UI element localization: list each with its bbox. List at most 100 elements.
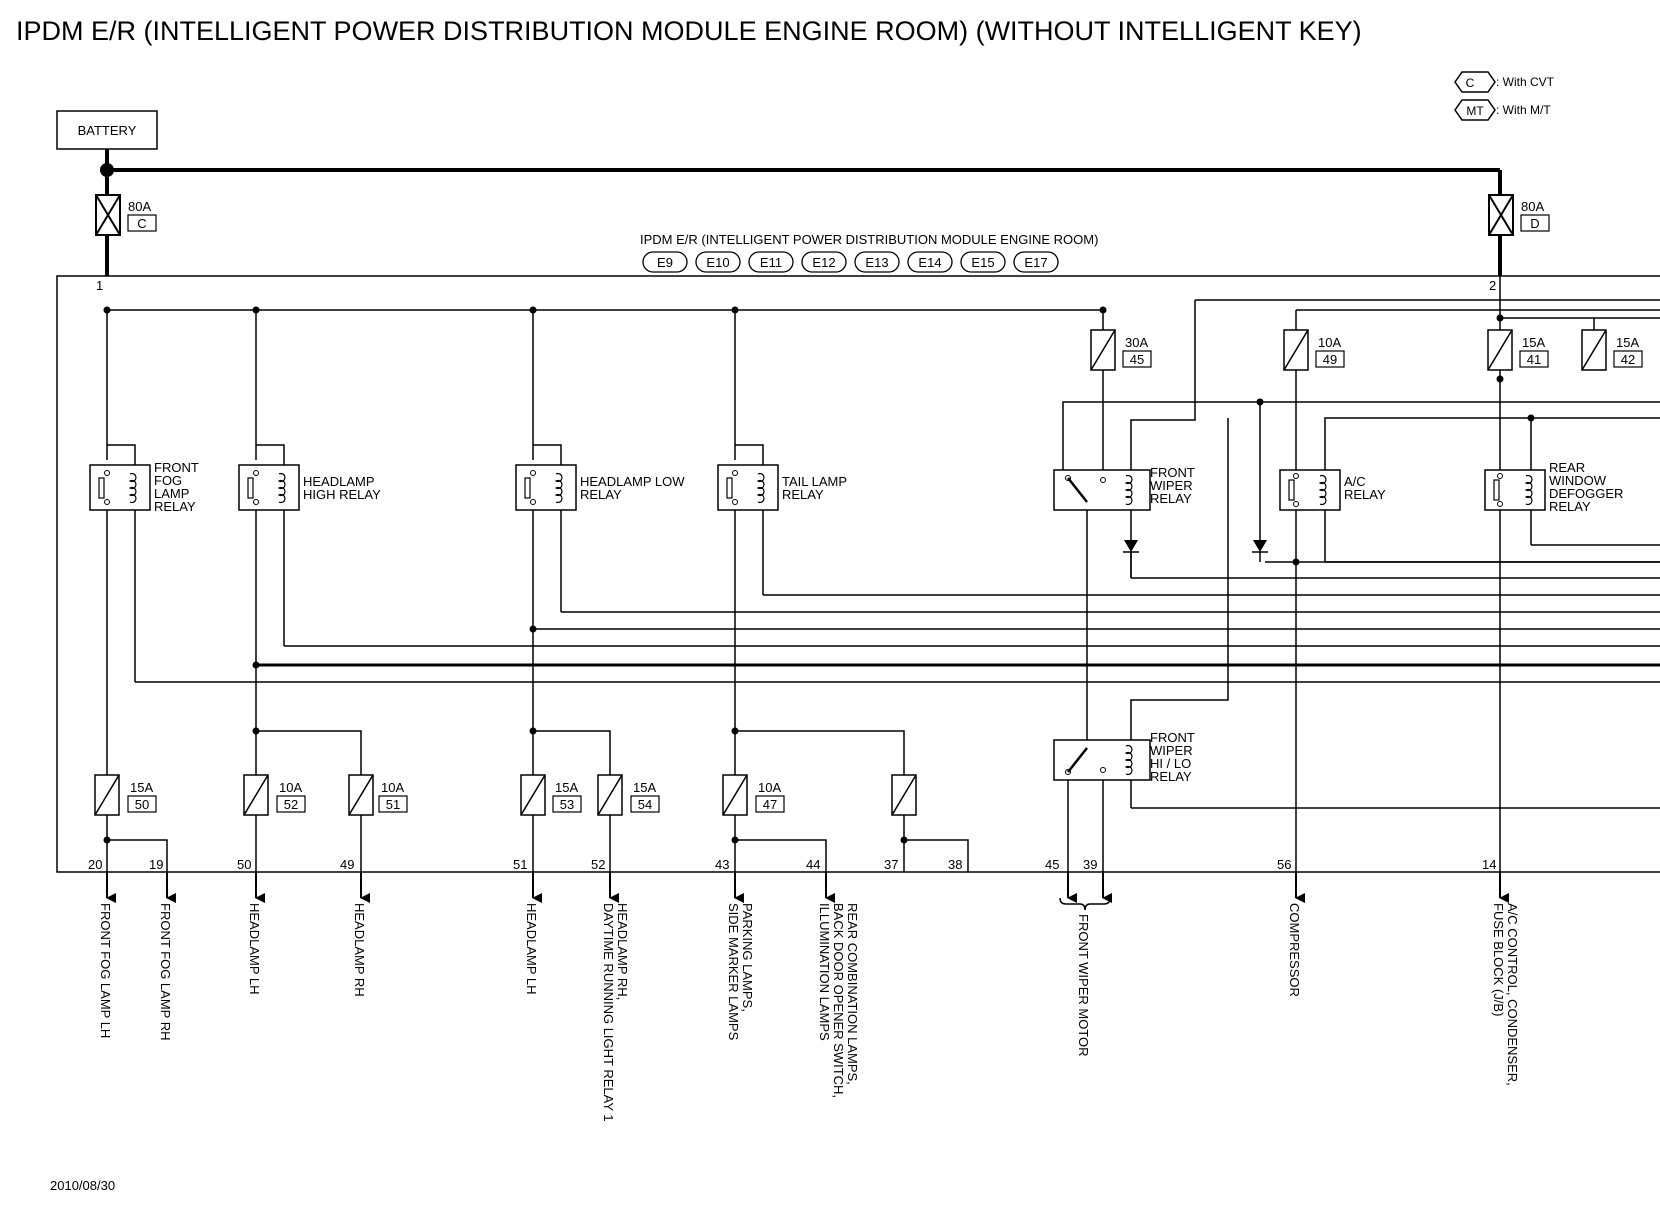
page-title: IPDM E/R (INTELLIGENT POWER DISTRIBUTION… (16, 16, 1362, 46)
fuse-49: 10A 49 (1283, 329, 1345, 371)
diagram-date: 2010/08/30 (50, 1178, 115, 1193)
connector-e13: E13 (865, 255, 888, 270)
svg-text:45: 45 (1045, 857, 1059, 872)
connector-e9: E9 (657, 255, 673, 270)
fuse-unlabeled (891, 774, 917, 816)
svg-text:49: 49 (340, 857, 354, 872)
ipdm-module-outline (56, 275, 1660, 873)
svg-text:53: 53 (560, 797, 574, 812)
connector-e10: E10 (706, 255, 729, 270)
terminal-2: 2 (1489, 278, 1496, 293)
svg-text:42: 42 (1621, 352, 1635, 367)
fuse-47: 10A 47 (722, 774, 785, 816)
svg-text:50: 50 (135, 797, 149, 812)
connector-e12: E12 (812, 255, 835, 270)
svg-text:56: 56 (1277, 857, 1291, 872)
svg-text:15A: 15A (555, 780, 578, 795)
svg-text:80A: 80A (1521, 199, 1544, 214)
svg-text:14: 14 (1482, 857, 1496, 872)
output-headlamp-rh-1: HEADLAMP RH (352, 903, 367, 997)
output-headlamp-lh-2: HEADLAMP LH (524, 903, 539, 995)
diode-wiper (1123, 540, 1139, 553)
legend-cvt-text: : With CVT (1496, 75, 1555, 89)
fuse-42: 15A 42 (1581, 329, 1643, 371)
svg-text:37: 37 (884, 857, 898, 872)
output-front-fog-lamp-rh: FRONT FOG LAMP RH (158, 903, 173, 1040)
battery-label: BATTERY (78, 123, 137, 138)
output-arrows (106, 872, 1509, 911)
svg-text:15A: 15A (130, 780, 153, 795)
output-headlamp-lh-1: HEADLAMP LH (247, 903, 262, 995)
svg-text:39: 39 (1083, 857, 1097, 872)
svg-text:49: 49 (1323, 352, 1337, 367)
svg-text:52: 52 (284, 797, 298, 812)
fuse-45: 30A 45 (1090, 329, 1152, 371)
svg-text:50: 50 (237, 857, 251, 872)
svg-text:15A: 15A (633, 780, 656, 795)
terminal-1: 1 (96, 278, 103, 293)
svg-text:10A: 10A (381, 780, 404, 795)
svg-text:54: 54 (638, 797, 652, 812)
svg-text:10A: 10A (1318, 335, 1341, 350)
svg-text:10A: 10A (758, 780, 781, 795)
ipdm-label: IPDM E/R (INTELLIGENT POWER DISTRIBUTION… (640, 232, 1098, 247)
svg-text:51: 51 (386, 797, 400, 812)
output-parking-lamps: SIDE MARKER LAMPSPARKING LAMPS, (726, 903, 755, 1041)
svg-text:38: 38 (948, 857, 962, 872)
svg-text:80A: 80A (128, 199, 151, 214)
main-fuse-d: 80A D (1488, 194, 1550, 236)
svg-text:30A: 30A (1125, 335, 1148, 350)
svg-text:15A: 15A (1522, 335, 1545, 350)
connector-e14: E14 (918, 255, 941, 270)
main-fuse-c: 80A C (95, 194, 157, 236)
svg-text:20: 20 (88, 857, 102, 872)
output-front-wiper-motor: FRONT WIPER MOTOR (1076, 914, 1091, 1057)
connector-e11: E11 (760, 255, 782, 270)
svg-text:19: 19 (149, 857, 163, 872)
legend-cvt-symbol (1454, 71, 1496, 93)
legend: C : With CVT MT : With M/T (1454, 71, 1555, 121)
svg-text:15A: 15A (1616, 335, 1639, 350)
svg-text:41: 41 (1527, 352, 1541, 367)
legend-mt-code: MT (1466, 104, 1484, 118)
svg-text:43: 43 (715, 857, 729, 872)
fuse-41: 15A 41 (1487, 329, 1549, 371)
svg-text:D: D (1530, 216, 1539, 231)
legend-mt-text: : With M/T (1496, 103, 1551, 117)
connector-list: E9 E10 E11 E12 E13 E14 E15 E17 (642, 251, 1059, 273)
fuse-51: 10A 51 (348, 774, 408, 816)
legend-mt-symbol (1454, 99, 1496, 121)
svg-text:10A: 10A (279, 780, 302, 795)
fuse-53: 15A 53 (520, 774, 582, 816)
diode-ac (1252, 540, 1268, 553)
svg-text:51: 51 (513, 857, 527, 872)
connector-e17: E17 (1024, 255, 1047, 270)
svg-text:C: C (137, 216, 146, 231)
fuse-54: 15A 54 (597, 774, 660, 816)
svg-text:52: 52 (591, 857, 605, 872)
output-rear-combination-lamps: ILLUMINATION LAMPSBACK DOOR OPENER SWITC… (817, 903, 860, 1098)
svg-text:45: 45 (1130, 352, 1144, 367)
output-compressor: COMPRESSOR (1287, 903, 1302, 997)
fuse-50: 15A 50 (94, 774, 157, 816)
svg-text:44: 44 (806, 857, 820, 872)
terminal-numbers: 20 19 50 49 51 52 43 44 37 38 45 39 56 1… (88, 857, 1496, 872)
output-front-fog-lamp-lh: FRONT FOG LAMP LH (98, 903, 113, 1038)
